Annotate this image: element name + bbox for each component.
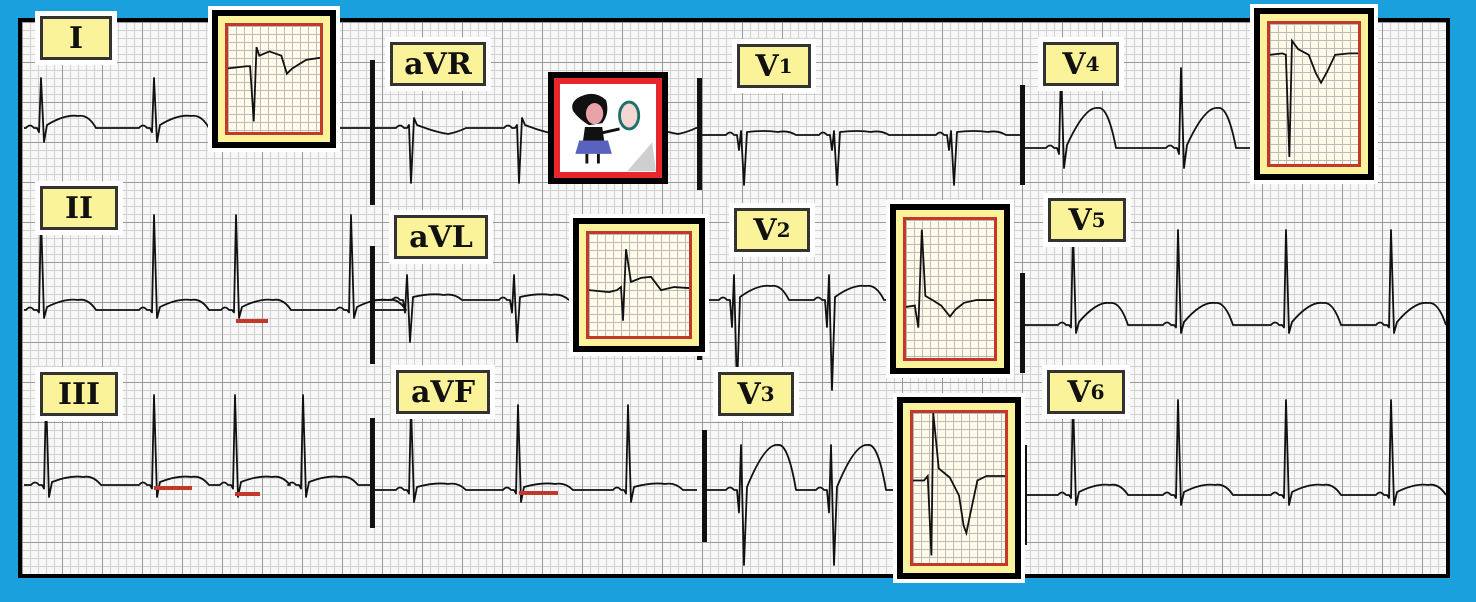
lead-subscript: 4 (1085, 52, 1100, 76)
inset-trace (228, 26, 320, 132)
separator-bar (370, 418, 375, 528)
lead-label-I: I (40, 16, 112, 60)
separator-bar (1022, 445, 1027, 545)
inset-lead-V4 (1254, 8, 1374, 180)
avatar-illustration (548, 72, 668, 184)
magnifying-glass-reader-icon (572, 93, 656, 172)
ecg-trace-V1 (700, 130, 1020, 186)
lead-label-aVF: aVF (396, 370, 490, 414)
lead-text: V (1062, 46, 1086, 82)
ecg-trace-V4 (1023, 67, 1252, 169)
inset-trace (906, 220, 994, 358)
ecg-trace-aVF (373, 404, 697, 503)
separator-bar (702, 430, 707, 542)
lead-subscript: 1 (778, 54, 793, 78)
lead-text: III (57, 376, 101, 412)
lead-subscript: 3 (760, 382, 775, 406)
ecg-trace-III (24, 394, 370, 498)
separator-bar (697, 78, 702, 190)
lead-label-III: III (40, 372, 118, 416)
lead-text: aVR (404, 46, 472, 82)
inset-lead-V2 (890, 204, 1010, 374)
lead-label-II: II (40, 186, 118, 230)
separator-bar (1020, 273, 1025, 373)
lead-subscript: 2 (776, 218, 791, 242)
inset-trace (589, 234, 689, 336)
lead-text: V (1067, 374, 1091, 410)
inset-lead-aVL (573, 218, 705, 352)
separator-bar (370, 60, 375, 205)
lead-text: V (737, 376, 761, 412)
ecg-trace-II (24, 214, 407, 319)
lead-text: II (64, 190, 94, 226)
ecg-trace-V2 (700, 274, 888, 391)
inset-lead-V3 (897, 397, 1021, 579)
inset-trace (1270, 24, 1358, 164)
lead-text: I (68, 20, 84, 56)
ecg-trace-aVL (373, 274, 570, 343)
ecg-trace-V6 (1023, 399, 1447, 506)
lead-text: V (755, 48, 779, 84)
lead-label-aVL: aVL (394, 215, 488, 259)
lead-text: aVL (409, 219, 473, 255)
lead-text: aVF (410, 374, 475, 410)
separator-bar (1020, 85, 1025, 185)
lead-text: V (1068, 202, 1092, 238)
ecg-trace-V3 (705, 444, 895, 566)
lead-subscript: 6 (1090, 380, 1105, 404)
inset-lead-I (212, 10, 336, 148)
ecg-trace-V5 (1023, 229, 1447, 334)
lead-subscript: 5 (1091, 208, 1106, 232)
lead-text: V (753, 212, 777, 248)
lead-label-aVR: aVR (390, 42, 486, 86)
inset-trace (913, 413, 1005, 563)
separator-bar (370, 246, 375, 364)
